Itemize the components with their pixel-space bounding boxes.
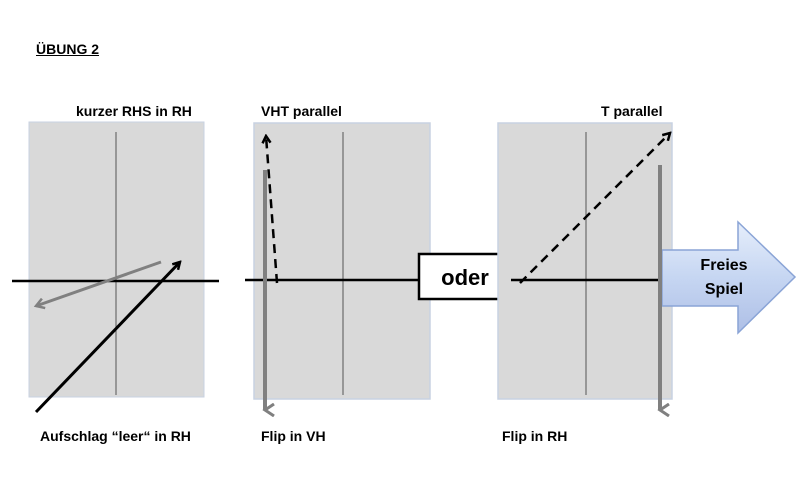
freies-spiel-line2: Spiel (705, 281, 743, 298)
panel-1-court (28, 121, 205, 398)
oder-box: oder (417, 252, 513, 301)
panel-2-bottom-label: Flip in VH (261, 428, 326, 444)
freies-spiel-line1: Freies (700, 257, 747, 274)
oder-label: oder (441, 265, 489, 290)
panel-2-court (253, 122, 431, 400)
panel-1-top-label: kurzer RHS in RH (76, 103, 192, 119)
panel-3-dashed-arrow (519, 133, 670, 284)
panel-2-top-label: VHT parallel (261, 103, 342, 119)
freies-spiel-arrow: Freies Spiel (661, 220, 797, 335)
panel-3-bottom-label: Flip in RH (502, 428, 568, 444)
panel-3-court (497, 122, 673, 400)
panel-3-top-label: T parallel (601, 103, 663, 119)
page-title: ÜBUNG 2 (36, 41, 100, 57)
panel-1-grey-shot-arrow (36, 260, 162, 306)
panel-1-serve-arrow (34, 262, 180, 414)
panel-2-dashed-arrow (266, 136, 279, 284)
panel-1-bottom-label: Aufschlag “leer“ in RH (40, 428, 191, 444)
